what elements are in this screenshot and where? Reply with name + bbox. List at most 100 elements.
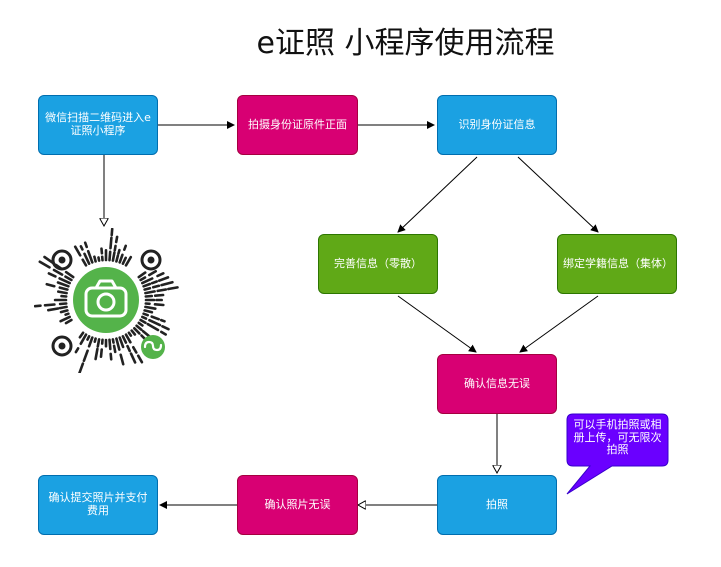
qr-finder-bottom-left (51, 335, 73, 357)
node-complete-info: 完善信息（零散） (318, 234, 438, 294)
qr-ray (123, 244, 127, 252)
qr-ray (64, 270, 75, 279)
qr-ray (151, 284, 161, 289)
qr-ray (167, 286, 179, 291)
callout-text: 可以手机拍照或相册上传，可无限次拍照 (573, 418, 662, 457)
page-title: e证照 小程序使用流程 (256, 26, 555, 61)
edge-recognize-to-complete (397, 156, 478, 233)
qr-ray (144, 290, 156, 295)
qr-ray (150, 315, 160, 321)
qr-ray (58, 286, 69, 291)
qr-ray (144, 305, 157, 310)
qr-ray (47, 272, 57, 278)
qr-ray (130, 329, 137, 336)
qr-ray (141, 277, 154, 285)
qr-ray (43, 303, 56, 307)
qr-ray (96, 338, 101, 348)
qr-ray (139, 276, 147, 282)
node-take-photo: 拍照 (437, 475, 557, 535)
qr-ray (64, 318, 73, 325)
node-confirm-info: 确认信息无误 (437, 354, 557, 414)
qr-ray (74, 347, 80, 354)
qr-ray (144, 294, 154, 298)
qr-ray (64, 275, 73, 282)
qr-ray (83, 252, 91, 266)
camera-icon (84, 279, 128, 318)
qr-ray (132, 346, 138, 354)
qr-ray (97, 256, 101, 262)
qr-ray (108, 250, 112, 262)
qr-ray (111, 251, 116, 262)
qr-ray (118, 336, 125, 349)
qr-ray (109, 352, 113, 361)
qr-ray (142, 312, 149, 317)
qr-ray (143, 309, 154, 314)
qr-ray (129, 352, 137, 364)
qr-ray (160, 330, 167, 336)
qr-ray (161, 325, 170, 331)
qr-ray (153, 303, 165, 307)
qr-ray (73, 245, 82, 257)
qr-finder-top-right (140, 249, 162, 271)
qr-ray (139, 318, 147, 325)
qr-ray (78, 331, 85, 339)
edge-recognize-to-bind (517, 156, 599, 233)
qr-ray (117, 248, 121, 255)
qr-ray (93, 255, 97, 263)
qr-ray (47, 307, 60, 312)
mini-program-icon (141, 335, 165, 359)
qr-ray (52, 268, 64, 276)
qr-ray (82, 349, 89, 363)
edge-complete-to-confirm (397, 295, 477, 353)
qr-ray (141, 315, 148, 320)
qr-ray (153, 293, 165, 297)
qr-ray (45, 282, 56, 288)
node-submit-pay: 确认提交照片并支付费用 (38, 475, 158, 535)
qr-ray (83, 241, 89, 249)
node-confirm-photo: 确认照片无误 (237, 475, 358, 535)
qr-ray (157, 276, 170, 283)
qr-ray (58, 277, 72, 285)
node-bind-school: 绑定学籍信息（集体） (557, 234, 677, 294)
node-scan: 微信扫描二维码进入e证照小程序 (38, 95, 158, 155)
qr-ray (79, 244, 84, 251)
qr-ray (133, 327, 141, 335)
node-photo-id: 拍摄身份证原件正面 (237, 95, 358, 155)
qr-ray (108, 338, 112, 351)
qr-ray (137, 271, 147, 279)
qr-ray (59, 309, 69, 314)
qr-ray (115, 254, 120, 263)
qr-ray (38, 260, 51, 269)
qr-ray (56, 281, 70, 288)
qr-ray (124, 333, 132, 344)
qr-ray (136, 354, 144, 364)
qr-ray (135, 324, 143, 331)
qr-code-icon (34, 228, 179, 373)
qr-ray (148, 269, 157, 277)
qr-ray (156, 271, 165, 278)
qr-ray (79, 333, 88, 345)
qr-ray (87, 336, 94, 348)
qr-ray (93, 337, 97, 343)
node-recognize: 识别身份证信息 (437, 95, 557, 155)
qr-ray (127, 331, 133, 337)
qr-ray (78, 362, 85, 373)
qr-ray (118, 253, 124, 264)
qr-ray (58, 305, 68, 310)
qr-ray (86, 335, 91, 341)
callout-bubble (566, 413, 669, 495)
camera-logo-circle (73, 267, 139, 333)
qr-ray (115, 337, 121, 351)
qr-finder-top-left (51, 249, 73, 271)
qr-ray (150, 280, 158, 285)
qr-ray (34, 304, 42, 308)
qr-ray (56, 290, 68, 295)
qr-ray (59, 315, 72, 323)
qr-ray (156, 288, 168, 293)
qr-ray (124, 255, 133, 267)
qr-ray (121, 335, 128, 344)
qr-ray (111, 338, 115, 344)
qr-ray (58, 302, 68, 306)
qr-ray (109, 236, 113, 250)
